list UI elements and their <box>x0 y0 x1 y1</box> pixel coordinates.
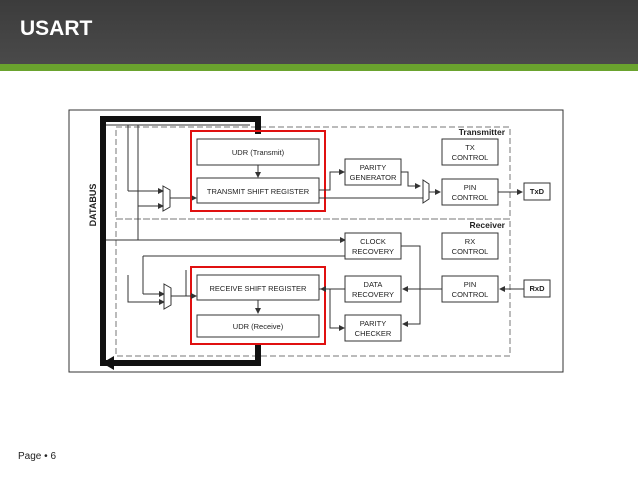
tx-control-label-1: TX <box>465 143 475 152</box>
parity-to-txmux <box>401 171 421 189</box>
rx-control-label-2: CONTROL <box>452 247 489 256</box>
rxd-label: RxD <box>529 284 545 293</box>
page-bullet: • <box>44 451 48 462</box>
pin-control-rx-label-2: CONTROL <box>452 290 489 299</box>
tx-out-mux <box>422 179 430 204</box>
parity-generator-label-2: GENERATOR <box>350 173 397 182</box>
parity-checker-label-2: CHECKER <box>355 329 392 338</box>
page-label: Page <box>18 451 42 462</box>
rx-control-label-1: RX <box>465 237 475 246</box>
txd-label: TxD <box>530 187 545 196</box>
data-recovery-block <box>344 275 402 303</box>
udr-receive-block <box>196 314 320 338</box>
parity-generator-label-1: PARITY <box>360 163 387 172</box>
pin-control-rx-block <box>441 275 499 303</box>
page-number: 6 <box>50 451 56 462</box>
tx-control-block <box>441 138 499 166</box>
clock-recovery-label-1: CLOCK <box>360 237 386 246</box>
transmitter-label: Transmitter <box>459 127 506 137</box>
udr-transmit-block <box>196 138 320 166</box>
tx-mux <box>162 185 171 212</box>
shift-to-parity <box>319 169 345 191</box>
receive-shift-register-block <box>196 274 320 301</box>
pin-control-rx-label-1: PIN <box>464 280 477 289</box>
clock-to-checker <box>401 245 421 327</box>
txd-block <box>523 182 551 201</box>
page-footer: Page • 6 <box>18 451 56 462</box>
clock-recovery-label-2: RECOVERY <box>352 247 394 256</box>
page-title: USART <box>20 17 93 40</box>
transmit-shift-register-label: TRANSMIT SHIFT REGISTER <box>207 187 310 196</box>
receive-shift-register-label: RECEIVE SHIFT REGISTER <box>210 284 308 293</box>
header-accent-bar <box>0 64 638 71</box>
receiver-section <box>115 218 511 357</box>
rx-mux <box>163 283 172 310</box>
receiver-label: Receiver <box>470 220 506 230</box>
databus-label: DATABUS <box>88 184 98 227</box>
pin-control-tx-label-2: CONTROL <box>452 193 489 202</box>
databus-line <box>100 116 261 366</box>
shift-to-checker <box>319 288 345 331</box>
clock-recovery-block <box>344 232 402 260</box>
transmit-highlight <box>190 130 326 212</box>
data-recovery-label-1: DATA <box>364 280 383 289</box>
databus-arrow <box>102 356 114 370</box>
rx-mux-in-2 <box>127 275 165 305</box>
receive-highlight <box>190 266 326 345</box>
udr-transmit-label: UDR (Transmit) <box>232 148 285 157</box>
udr-receive-label: UDR (Receive) <box>233 322 284 331</box>
header-bar: USART <box>0 0 638 64</box>
tx-control-label-2: CONTROL <box>452 153 489 162</box>
rx-control-block <box>441 232 499 260</box>
parity-checker-block <box>344 314 402 342</box>
data-recovery-label-2: RECOVERY <box>352 290 394 299</box>
pin-control-tx-label-1: PIN <box>464 183 477 192</box>
parity-checker-label-1: PARITY <box>360 319 387 328</box>
